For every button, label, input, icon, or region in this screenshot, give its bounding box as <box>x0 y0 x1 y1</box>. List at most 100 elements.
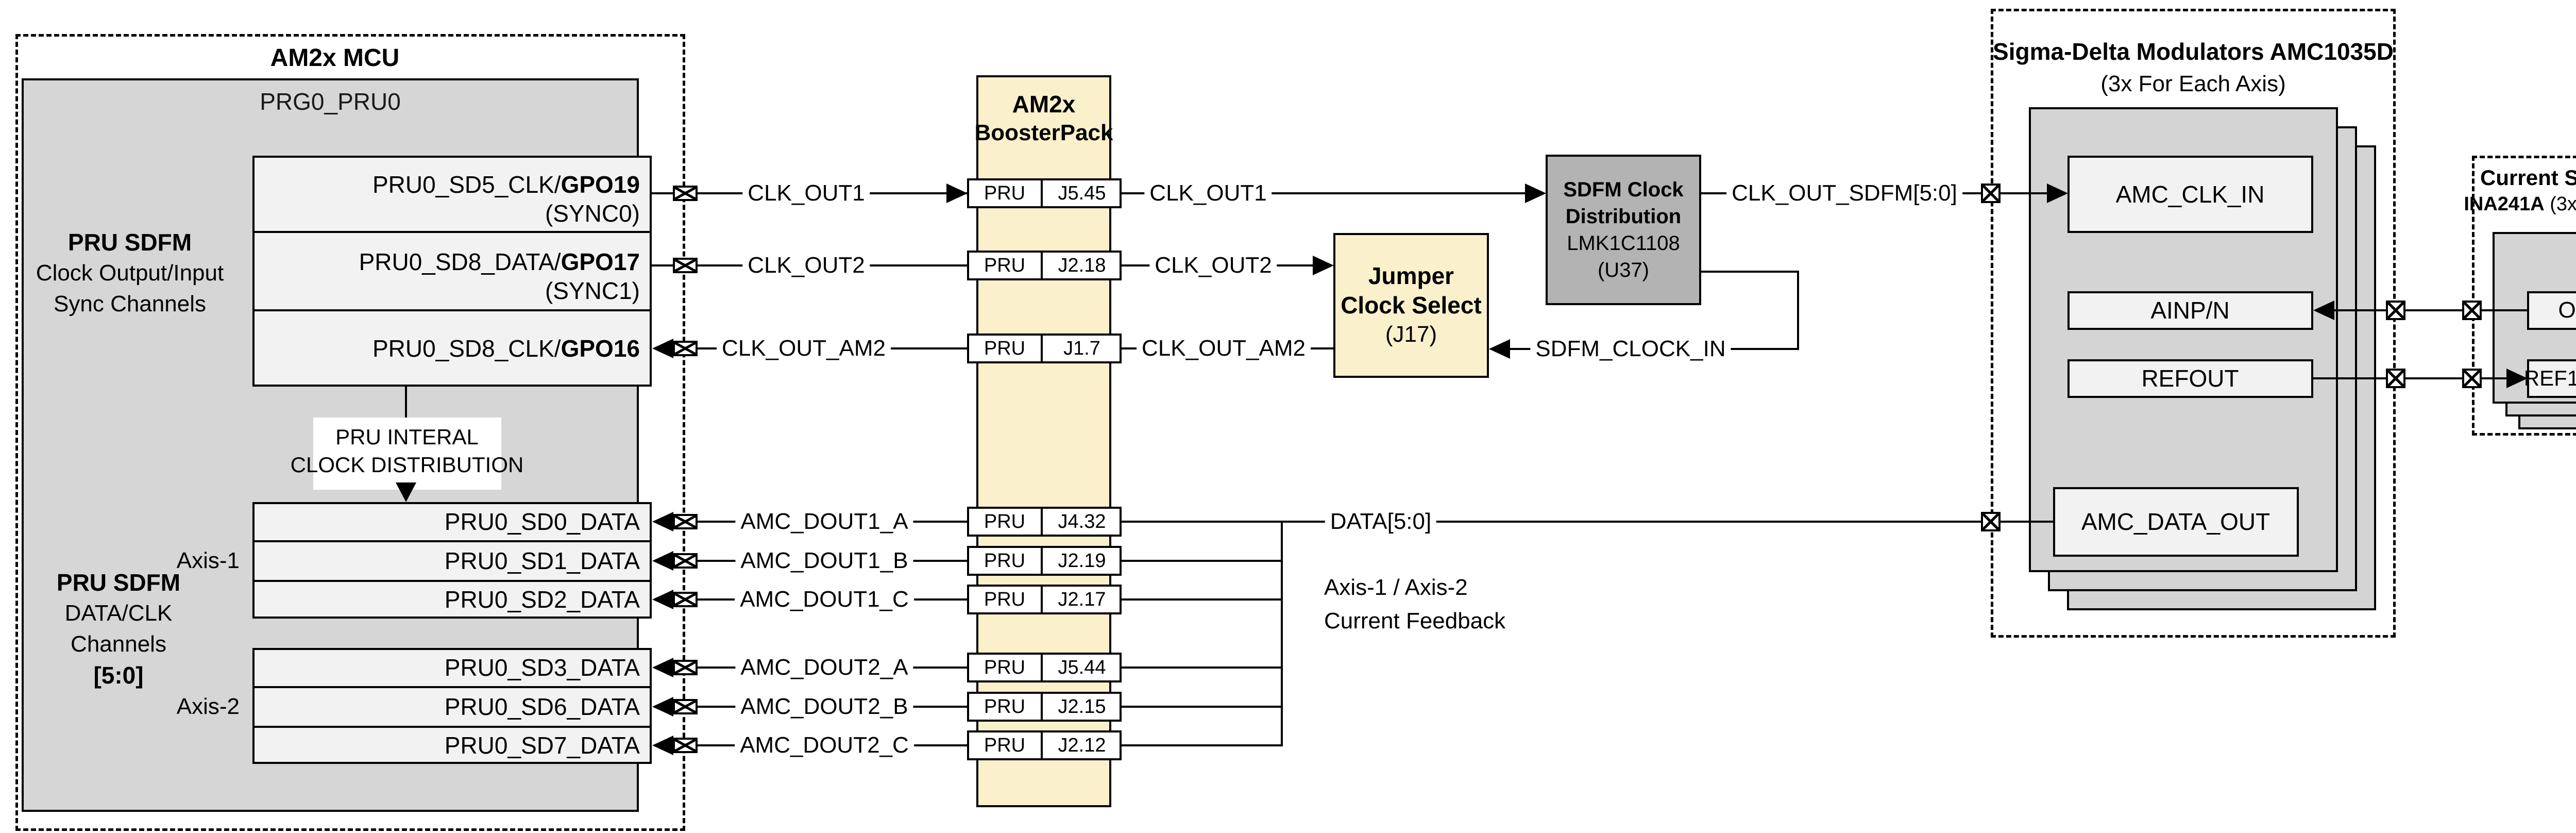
clk-out2-right-label: CLK_OUT2 <box>1149 254 1277 277</box>
mcu-title: AM2x MCU <box>270 44 400 72</box>
arrowhead-dout2c-into-mcu <box>652 736 673 755</box>
connector-crossbox-refout-ina <box>2462 369 2482 388</box>
arrowhead-clk-out-sdfm-into-amc <box>2047 184 2068 203</box>
pin-cell-j2-19 <box>967 546 1122 576</box>
pin-cell-j4-32 <box>967 507 1122 537</box>
data-caption-line2: DATA/CLK <box>64 601 173 626</box>
pin-cell-j5-44-pru: PRU <box>984 657 1026 678</box>
connector-crossbox-clk-out-am2 <box>673 341 698 356</box>
pin-cell-j5-44-divider <box>1041 653 1043 682</box>
sync-row-sd8clk-label: PRU0_SD8_CLK/GPO16 <box>372 335 640 362</box>
arrowhead-dout1a-into-mcu <box>652 512 673 531</box>
clk-out1-right-label: CLK_OUT1 <box>1144 182 1272 205</box>
sdfm-clock-distribution-box <box>1546 155 1701 305</box>
wire-data-bus-vertical <box>1281 521 1283 746</box>
wire-out-to-ainp <box>2333 309 2527 311</box>
pin-cell-j2-15-divider <box>1041 692 1043 722</box>
wire-refout-to-ref <box>2313 377 2507 379</box>
pin-cell-j2-17 <box>967 585 1122 614</box>
connector-crossbox-data-bus <box>1981 512 2001 531</box>
internal-clock-label-box <box>313 418 501 490</box>
pin-cell-j2-17-pru: PRU <box>984 589 1026 610</box>
arrowhead-into-ainp <box>2313 301 2334 320</box>
clock-dist-label-line4: (U37) <box>1597 259 1650 281</box>
arrowhead-sdfm-clock-in-into-jumper <box>1489 339 1510 359</box>
pin-cell-j2-12-pin: J2.12 <box>1058 735 1106 756</box>
sync-row-sd8data-subtitle: (SYNC1) <box>545 277 640 304</box>
jumper-label-line3: (J17) <box>1385 322 1437 347</box>
pin-cell-j2-18-divider <box>1041 251 1043 280</box>
connector-crossbox-clk-out-sdfm <box>1981 184 2001 203</box>
sync-row-sd5-label: PRU0_SD5_CLK/GPO19 <box>372 171 640 198</box>
pin-cell-j4-32-pru: PRU <box>984 511 1026 532</box>
amc-dout1-a-label: AMC_DOUT1_A <box>735 510 913 533</box>
feedback-note-line2: Current Feedback <box>1324 608 1506 634</box>
pin-cell-j4-32-pin: J4.32 <box>1058 511 1106 532</box>
axis1-row-sd2: PRU0_SD2_DATA <box>444 586 640 613</box>
pin-cell-j5-45-pru: PRU <box>984 182 1026 204</box>
data-bus-label: DATA[5:0] <box>1325 510 1437 533</box>
boosterpack-title-line1: AM2x <box>1012 91 1076 118</box>
connector-crossbox-dout2b <box>673 699 698 714</box>
clock-dist-label-line1: SDFM Clock <box>1563 178 1684 201</box>
jumper-clock-select-box <box>1333 233 1489 378</box>
arrowhead-clk-out1-into-boosterpack <box>946 184 968 203</box>
pin-cell-j2-15 <box>967 692 1122 722</box>
am2x-mcu-dashed-boundary <box>15 34 685 831</box>
data-caption-line4: [5:0] <box>93 662 144 689</box>
out-label: OUT <box>2558 297 2576 323</box>
amc-dout2-c-label: AMC_DOUT2_C <box>735 734 914 757</box>
arrowhead-clk-out-am2-into-mcu <box>652 339 673 358</box>
arrowhead-dout2a-into-mcu <box>652 658 673 677</box>
amc-clk-in-pin <box>2067 156 2313 233</box>
internal-clock-arrowhead <box>396 482 416 502</box>
arrowhead-dout1b-into-mcu <box>652 551 673 571</box>
connector-crossbox-ainp-ina <box>2462 301 2482 320</box>
internal-clock-label-line1: PRU INTERAL <box>335 425 479 449</box>
amc-clk-in-label: AMC_CLK_IN <box>2115 181 2265 208</box>
axis2-row-sd7: PRU0_SD7_DATA <box>444 732 640 759</box>
connector-crossbox-ainp-sigma <box>2386 301 2405 320</box>
amc-dout1-c-label: AMC_DOUT1_C <box>735 588 914 611</box>
internal-clock-label-line2: CLOCK DISTRIBUTION <box>290 453 524 477</box>
sdfm-clock-in-label: SDFM_CLOCK_IN <box>1530 338 1731 360</box>
wire-sdfm-clock-in-vertical <box>1797 271 1799 350</box>
pin-cell-j2-18-pin: J2.18 <box>1058 255 1106 276</box>
clk-out-sdfm-label: CLK_OUT_SDFM[5:0] <box>1726 182 1962 205</box>
amc-dout2-b-label: AMC_DOUT2_B <box>735 695 913 718</box>
clk-out1-left-label: CLK_OUT1 <box>742 182 870 205</box>
axis2-row-sd3: PRU0_SD3_DATA <box>444 654 640 681</box>
pin-cell-j1-7-pru: PRU <box>984 338 1026 359</box>
arrowhead-clk-out2-into-jumper <box>1313 256 1334 275</box>
pin-cell-j1-7 <box>967 334 1122 363</box>
amc-dout2-a-label: AMC_DOUT2_A <box>735 656 913 679</box>
axis2-data-block <box>252 648 652 764</box>
connector-crossbox-refout-sigma <box>2386 369 2405 388</box>
pin-cell-j1-7-pin: J1.7 <box>1063 338 1100 359</box>
pin-cell-j2-18 <box>967 251 1122 280</box>
ainp-n-pin <box>2067 291 2313 330</box>
axis1-label: Axis-1 <box>176 548 240 573</box>
axis2-row-sd6: PRU0_SD6_DATA <box>444 693 640 720</box>
sync-row-sd5-subtitle: (SYNC0) <box>545 200 640 227</box>
current-sense-dashed-boundary <box>2472 156 2576 436</box>
pin-cell-j5-45-pin: J5.45 <box>1058 182 1106 204</box>
current-sense-title: Current Sense Amps <box>2480 165 2576 190</box>
clk-out-am2-right-label: CLK_OUT_AM2 <box>1137 337 1311 360</box>
sigma-delta-title: Sigma-Delta Modulators AMC1035D <box>1993 38 2394 65</box>
sync-row-divider-1 <box>252 231 652 233</box>
amc-data-out-label: AMC_DATA_OUT <box>2081 508 2270 535</box>
axis2-label: Axis-2 <box>176 694 240 719</box>
sigma-delta-dashed-boundary <box>1991 9 2396 638</box>
axis2-row-divider-1 <box>252 686 652 688</box>
clk-out2-left-label: CLK_OUT2 <box>742 254 870 277</box>
clock-dist-label-line2: Distribution <box>1565 205 1682 228</box>
axis1-data-block <box>252 502 652 619</box>
sync-caption-line1: PRU SDFM <box>67 229 192 256</box>
connector-crossbox-dout1c <box>673 592 698 607</box>
clock-dist-label-line3: LMK1C1108 <box>1567 232 1680 255</box>
pin-cell-j1-7-divider <box>1041 334 1043 363</box>
data-caption-line1: PRU SDFM <box>56 569 181 596</box>
amc-dout1-b-label: AMC_DOUT1_B <box>735 549 913 572</box>
